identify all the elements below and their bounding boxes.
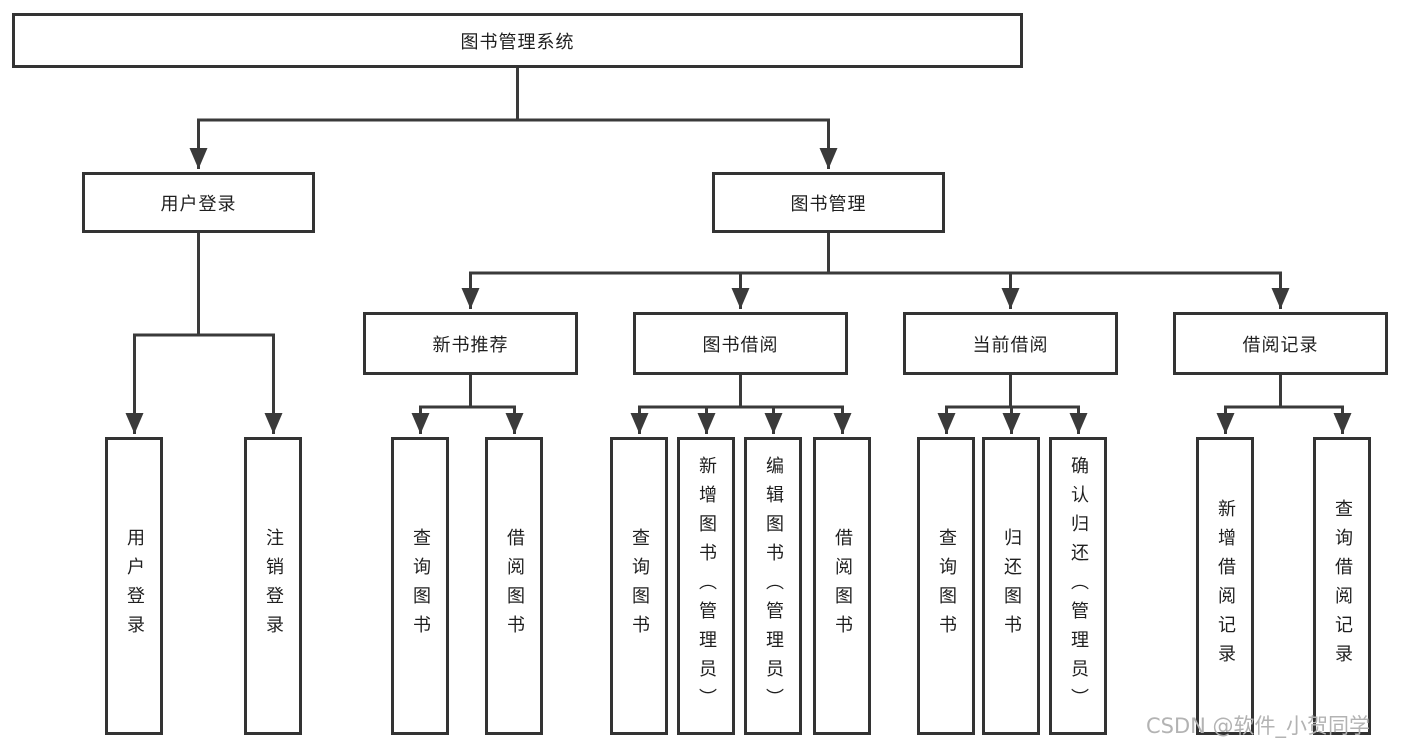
node-leaf-recommend-query-book: 查询图书 bbox=[391, 437, 449, 735]
node-label: 新增图书（管理员） bbox=[696, 455, 717, 717]
edge-new-book-recommend-to-leaves bbox=[411, 375, 524, 434]
edge-user-login-to-leaves bbox=[125, 233, 283, 434]
edge-root-to-level1 bbox=[189, 68, 838, 169]
node-leaf-recommend-borrow-book: 借阅图书 bbox=[485, 437, 543, 735]
node-label: 归还图书 bbox=[1001, 528, 1022, 644]
node-label: 借阅图书 bbox=[504, 528, 525, 644]
node-leaf-confirm-return-admin: 确认归还（管理员） bbox=[1049, 437, 1107, 735]
node-leaf-edit-book-admin: 编辑图书（管理员） bbox=[744, 437, 802, 735]
node-leaf-query-borrow-record: 查询借阅记录 bbox=[1313, 437, 1371, 735]
node-label: 借阅图书 bbox=[832, 528, 853, 644]
node-leaf-borrow-query-book: 查询图书 bbox=[610, 437, 668, 735]
node-leaf-return-book: 归还图书 bbox=[982, 437, 1040, 735]
edge-book-borrow-to-leaves bbox=[630, 375, 852, 434]
node-leaf-add-borrow-record: 新增借阅记录 bbox=[1196, 437, 1254, 735]
node-user-login: 用户登录 bbox=[82, 172, 315, 233]
csdn-watermark: CSDN @软件_小贺同学 bbox=[1146, 714, 1371, 738]
edge-borrow-records-to-leaves bbox=[1216, 375, 1352, 434]
node-label: 查询借阅记录 bbox=[1332, 499, 1353, 673]
edge-book-management-to-level2 bbox=[461, 233, 1290, 309]
node-current-borrow: 当前借阅 bbox=[903, 312, 1118, 375]
node-label: 编辑图书（管理员） bbox=[763, 455, 784, 717]
node-leaf-current-query-book: 查询图书 bbox=[917, 437, 975, 735]
node-library-management-system: 图书管理系统 bbox=[12, 13, 1023, 68]
node-label: 查询图书 bbox=[629, 528, 650, 644]
node-leaf-logout: 注销登录 bbox=[244, 437, 302, 735]
node-label: 查询图书 bbox=[410, 528, 431, 644]
node-label: 注销登录 bbox=[263, 528, 284, 644]
node-borrow-records: 借阅记录 bbox=[1173, 312, 1388, 375]
node-label: 确认归还（管理员） bbox=[1068, 455, 1089, 717]
node-label: 查询图书 bbox=[936, 528, 957, 644]
node-new-book-recommend: 新书推荐 bbox=[363, 312, 578, 375]
node-label: 新增借阅记录 bbox=[1215, 499, 1236, 673]
node-leaf-user-login: 用户登录 bbox=[105, 437, 163, 735]
node-leaf-add-book-admin: 新增图书（管理员） bbox=[677, 437, 735, 735]
node-book-management: 图书管理 bbox=[712, 172, 945, 233]
node-book-borrow: 图书借阅 bbox=[633, 312, 848, 375]
node-leaf-borrow-book: 借阅图书 bbox=[813, 437, 871, 735]
edge-current-borrow-to-leaves bbox=[937, 375, 1088, 434]
node-label: 用户登录 bbox=[124, 528, 145, 644]
